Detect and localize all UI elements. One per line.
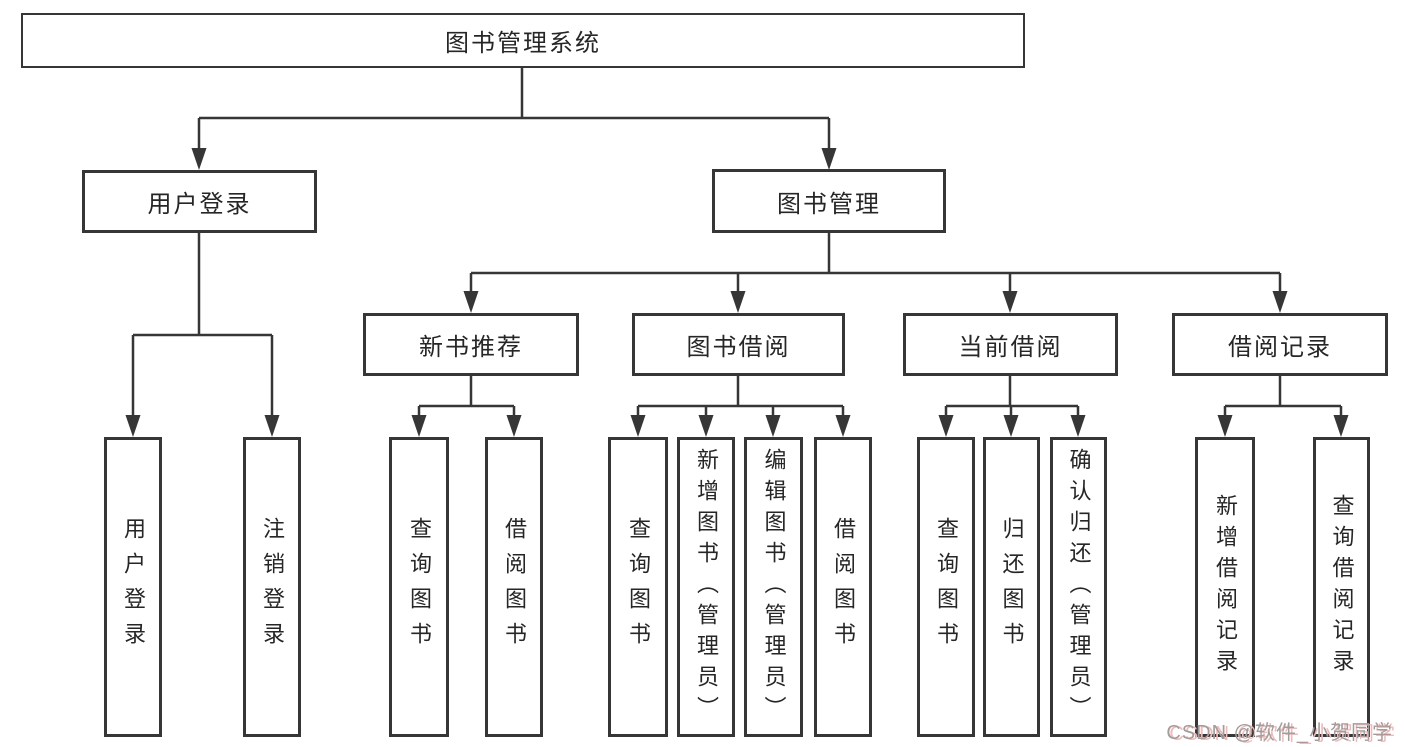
leaf-edit-book-admin: 编辑图书（管理员） bbox=[744, 437, 803, 737]
csdn-watermark: CSDN @软件_小贺同学 bbox=[1166, 722, 1393, 744]
node-borrowing-records: 借阅记录 bbox=[1172, 313, 1388, 376]
leaf-user-login: 用户登录 bbox=[104, 437, 162, 737]
leaf-borrow-books-borrowing: 借阅图书 bbox=[814, 437, 872, 737]
leaf-confirm-return-admin: 确认归还（管理员） bbox=[1050, 437, 1107, 737]
leaf-query-borrow-record: 查询借阅记录 bbox=[1313, 437, 1370, 737]
node-user-login: 用户登录 bbox=[82, 170, 317, 233]
leaf-query-books-current: 查询图书 bbox=[917, 437, 975, 737]
leaf-query-books-borrowing: 查询图书 bbox=[608, 437, 668, 737]
node-book-management: 图书管理 bbox=[712, 169, 946, 233]
leaf-add-borrow-record: 新增借阅记录 bbox=[1195, 437, 1255, 737]
leaf-return-book: 归还图书 bbox=[983, 437, 1040, 737]
node-root-system: 图书管理系统 bbox=[21, 13, 1025, 68]
leaf-add-book-admin: 新增图书（管理员） bbox=[677, 437, 735, 737]
leaf-query-books-recommend: 查询图书 bbox=[389, 437, 449, 737]
node-new-book-recommend: 新书推荐 bbox=[363, 313, 579, 376]
node-current-borrowing: 当前借阅 bbox=[903, 313, 1118, 376]
leaf-borrow-books-recommend: 借阅图书 bbox=[485, 437, 543, 737]
node-book-borrowing: 图书借阅 bbox=[632, 313, 845, 376]
leaf-logout: 注销登录 bbox=[243, 437, 301, 737]
